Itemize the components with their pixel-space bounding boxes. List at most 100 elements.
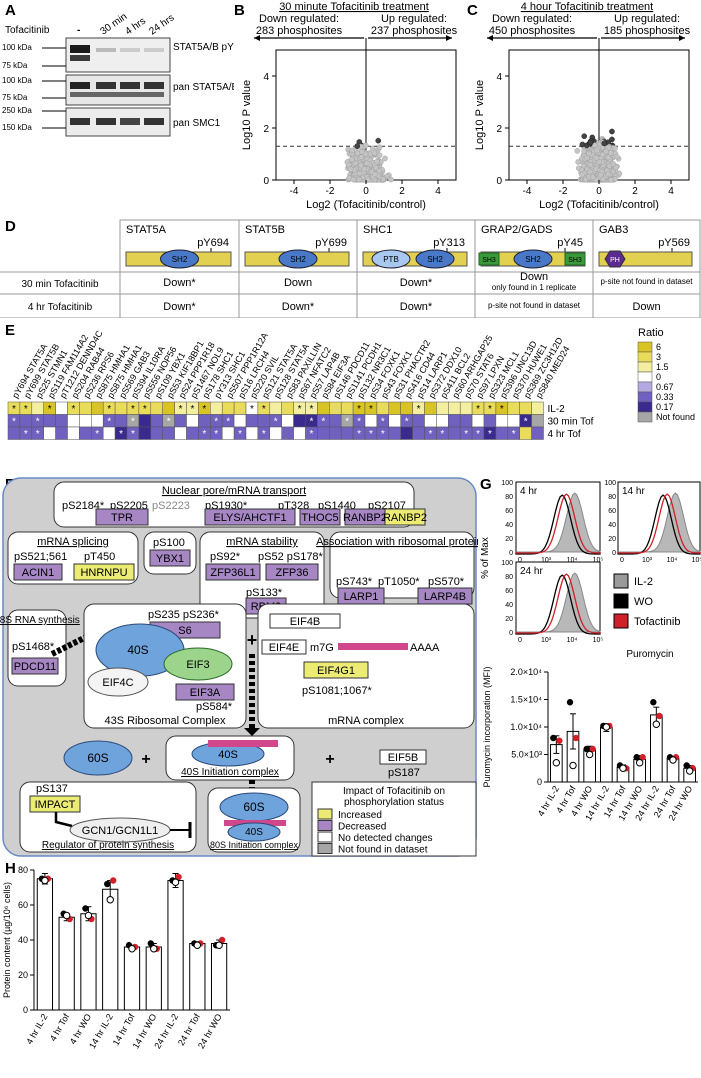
heatmap-cell: [436, 401, 449, 415]
significance-star: *: [12, 417, 16, 428]
protein-label: EIF3A: [190, 687, 221, 699]
x-axis-label: Log2 (Tofacitinib/control): [539, 199, 659, 211]
heatmap-cell: [79, 401, 92, 415]
heatmap-cell: [55, 401, 68, 415]
data-point-white: [193, 941, 202, 949]
complex-title: 40S Initiation complex: [181, 767, 279, 778]
y-tick-label: 20: [608, 536, 616, 543]
significance-star: *: [48, 429, 52, 440]
significance-star: *: [262, 429, 266, 440]
data-point: [601, 140, 608, 147]
y-tick-label: 20: [505, 616, 513, 623]
x-tick-label: 2: [399, 186, 405, 197]
phosphosite-label: pS92*: [210, 551, 241, 563]
significance-star: *: [131, 404, 135, 415]
data-points: [574, 128, 623, 183]
significance-star: *: [131, 417, 135, 428]
significance-star: *: [36, 417, 40, 428]
y-tick-label: 2.0×10⁴: [510, 667, 542, 677]
60s-subunit: [63, 740, 133, 776]
phosphosite-label: pS235 pS236*: [148, 609, 220, 621]
bar: [36, 878, 54, 1011]
data-point: [609, 128, 615, 135]
change-call: Down: [284, 277, 312, 289]
band: [70, 118, 90, 125]
x-axis-label: Log2 (Tofacitinib/control): [306, 199, 426, 211]
data-point: [363, 160, 370, 167]
phosphosite-label: pS137: [36, 783, 68, 795]
data-point-white: [569, 761, 577, 770]
legend-swatch: [637, 371, 653, 383]
data-point-black: [147, 940, 154, 947]
protein-name: SHC1: [363, 224, 392, 236]
protein-box: [175, 683, 235, 701]
histogram-il2: [516, 492, 601, 553]
significance-star: *: [71, 404, 75, 415]
bar: [600, 727, 613, 783]
x-tick-label: -2: [326, 186, 335, 197]
change-call: Down*: [400, 301, 433, 313]
y-tick-label: 2: [496, 124, 502, 135]
data-point-red: [639, 754, 646, 761]
data-point-white: [84, 911, 93, 920]
heatmap-cell: [233, 414, 247, 428]
y-tick-label: 0: [509, 550, 513, 557]
row-label: 30 min Tofacitinib: [21, 279, 99, 290]
chart-title: 30 minute Tofacitinib treatment: [279, 1, 429, 13]
protein-label: EIF4E: [269, 642, 300, 654]
marker-label: 100 kDa: [2, 76, 32, 85]
protein-label: ZFP36: [275, 567, 308, 579]
legend-swatch: [637, 341, 653, 353]
group-title: mRNA splicing: [37, 536, 109, 548]
significance-star: *: [345, 417, 349, 428]
data-point-black: [550, 734, 557, 742]
blot-image: [65, 74, 171, 106]
60s-label: 60S: [243, 800, 264, 814]
data-point: [359, 148, 365, 155]
significance-star: *: [48, 404, 52, 415]
eif4b-box: [269, 613, 341, 629]
band: [144, 48, 164, 52]
phosphosite-label: pS2184*: [62, 500, 105, 512]
significance-star: *: [24, 429, 28, 440]
data-point: [574, 148, 581, 154]
phosphosite: pY569: [658, 237, 690, 249]
data-point: [599, 151, 606, 158]
panel-label-e: E: [5, 322, 16, 339]
data-point-black: [82, 905, 89, 912]
data-point-white: [635, 759, 644, 767]
y-tick-label: 60: [18, 900, 28, 910]
complex-title: 80S Initiation complex: [210, 840, 299, 850]
down-count: 283 phosphosites: [256, 25, 343, 37]
protein-name: GAB3: [599, 224, 628, 236]
heatmap-cell: [293, 414, 306, 428]
x-tick-label: -4: [290, 186, 299, 197]
y-tick-label: 0: [537, 777, 542, 787]
protein-label: YBX1: [156, 553, 184, 565]
y-tick-label: 0: [496, 176, 502, 187]
heatmap-cell: [329, 426, 342, 440]
significance-star: *: [428, 429, 432, 440]
protein-box: [11, 657, 59, 675]
40s-label: 40S: [218, 749, 238, 761]
significance-star: *: [179, 429, 183, 440]
change-note: p-site not found in dataset: [600, 277, 693, 286]
heatmap-cell: [519, 426, 532, 440]
legend-swatch: [317, 820, 333, 831]
data-point-white: [150, 945, 158, 953]
heatmap-cell: [281, 426, 294, 440]
phosphosite-label: pS187: [388, 767, 420, 779]
heatmap-cell: [495, 414, 509, 428]
heatmap-cell: [114, 414, 128, 428]
heatmap-cell: [459, 401, 473, 415]
heatmap-cell: [519, 401, 532, 415]
heatmap-cell: [340, 401, 354, 415]
domain-label: SH3: [482, 257, 496, 264]
x-tick-label: 10⁵: [593, 557, 604, 564]
complex-title: 43S Ribosomal Complex: [104, 715, 226, 727]
domain-sh2: [513, 249, 553, 269]
y-axis-label: Protein content (µg/10⁶ cells): [2, 882, 12, 998]
blot-label: pan STAT5A/B: [173, 82, 234, 93]
domain-label: PTB: [383, 255, 399, 264]
